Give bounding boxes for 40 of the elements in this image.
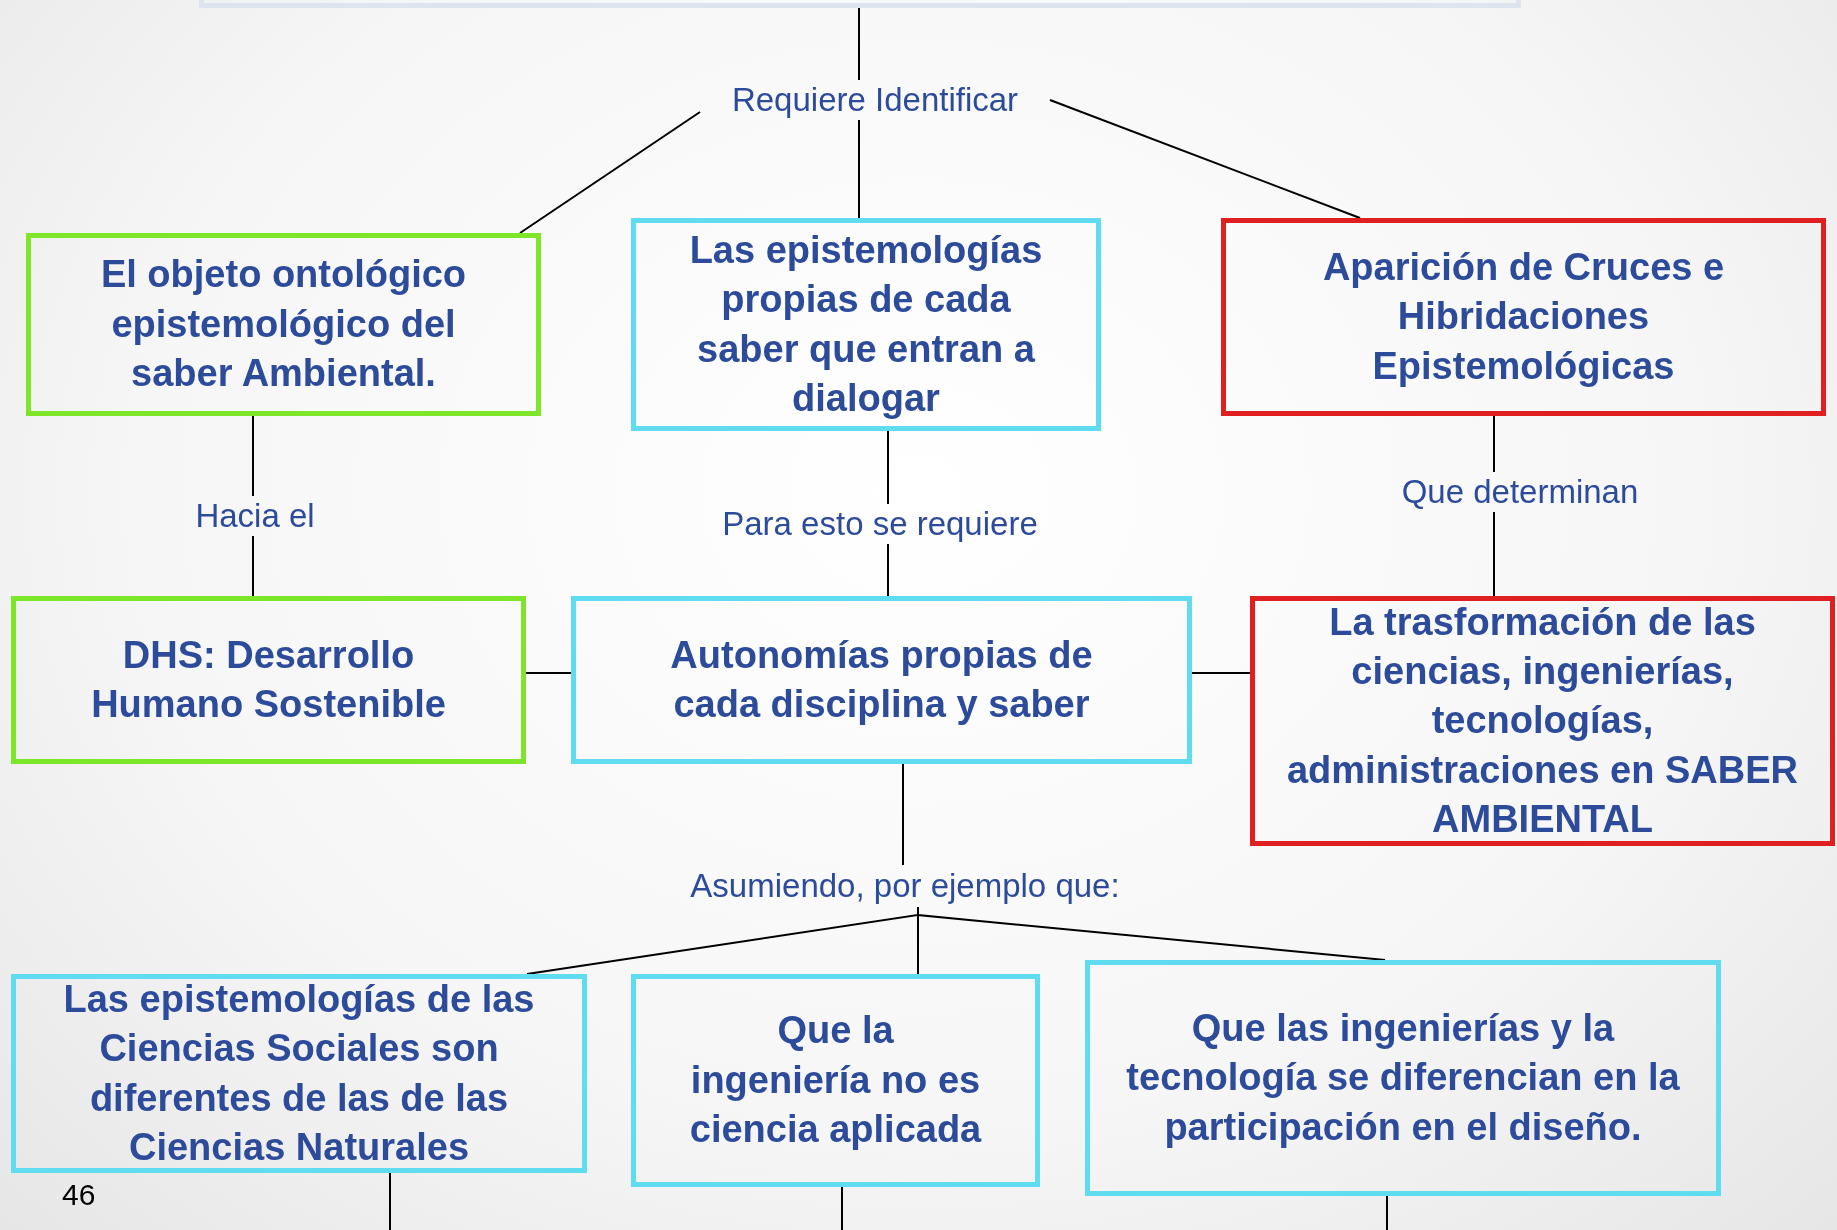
connector-label: Hacia el (180, 496, 330, 536)
concept-box (571, 596, 1192, 764)
concept-box (26, 233, 541, 416)
box-text: Las epistemologías propias de cada saber que entran a dialogar (688, 227, 1044, 421)
connector-line (887, 543, 889, 597)
connector-line (525, 672, 572, 674)
connector-line (917, 906, 1386, 961)
connector-line (1493, 415, 1495, 473)
concept-box (11, 974, 587, 1173)
box-text: Autonomías propias de cada disciplina y saber (669, 632, 1094, 727)
connector-label: Que determinan (1370, 472, 1670, 512)
concept-box (1085, 960, 1721, 1196)
box-text: Que las ingenierías y la tecnología se diferencian en la participación en el diseño. (1125, 1005, 1681, 1150)
connector-line (887, 430, 889, 505)
connector-label: Requiere Identificar (700, 80, 1050, 120)
box-text: DHS: Desarrollo Humano Sostenible (90, 632, 447, 727)
connector-line (519, 111, 701, 234)
concept-box (11, 596, 526, 764)
concept-box (631, 218, 1101, 431)
connector-label: Para esto se requiere (690, 504, 1070, 544)
connector-line (841, 1186, 843, 1230)
concept-box (1221, 218, 1826, 416)
connector-line (902, 763, 904, 866)
connector-line (1049, 99, 1361, 219)
connector-line (252, 415, 254, 497)
box-text: Aparición de Cruces e Hibridaciones Epistemológicas (1321, 244, 1726, 389)
concept-box (631, 974, 1040, 1187)
connector-line (1386, 1195, 1388, 1230)
box-text: La trasformación de las ciencias, ingenierías, tecnologías, administraciones en SABER AMBIENTAL (1285, 599, 1799, 843)
connector-line (1493, 511, 1495, 597)
connector-label: Asumiendo, por ejemplo que: (650, 865, 1160, 907)
box-text: El objeto ontológico epistemológico del saber Ambiental. (99, 252, 468, 397)
connector-line (1191, 672, 1251, 674)
page-number: 46 (62, 1178, 96, 1212)
connector-line (389, 1172, 391, 1230)
box-text: Las epistemologías de las Ciencias Sociales son diferentes de las de las Ciencias Naturales (62, 976, 536, 1170)
box-text: Que la ingeniería no es ciencia aplicada (688, 1008, 983, 1153)
connector-line (858, 7, 860, 81)
connector-line (858, 119, 860, 219)
connector-line (252, 535, 254, 597)
